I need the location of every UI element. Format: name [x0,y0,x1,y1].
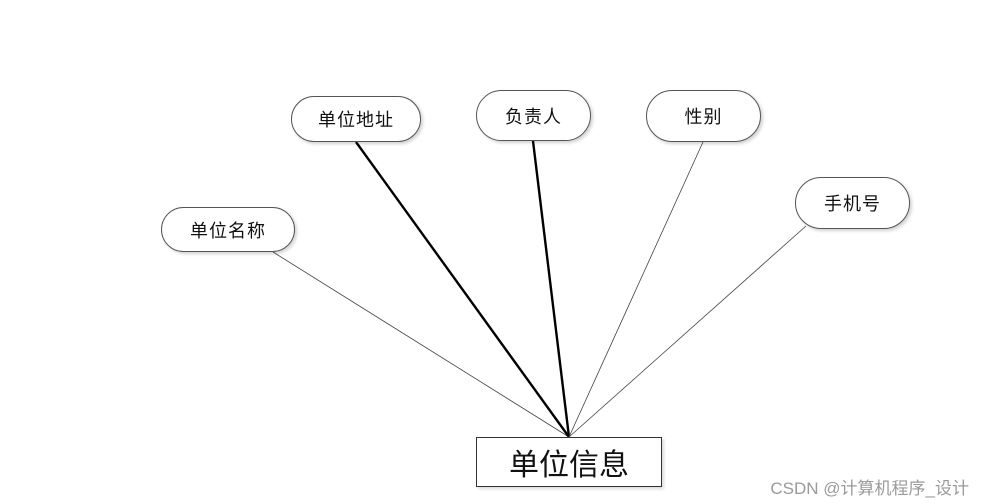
attribute-unit-name: 单位名称 [161,207,295,252]
connector-gender [568,141,704,438]
attribute-label: 手机号 [824,194,881,215]
watermark-text: CSDN @计算机程序_设计 [770,479,969,498]
attribute-person-in-charge: 负责人 [476,90,591,141]
connector-person [531,140,571,438]
attribute-label: 单位地址 [318,110,394,131]
attribute-label: 性别 [684,107,723,128]
attribute-gender: 性别 [646,90,761,142]
connector-address [355,141,570,438]
attribute-unit-address: 单位地址 [291,96,421,142]
entity-unit-info: 单位信息 [476,437,662,487]
attribute-phone-number: 手机号 [795,177,910,229]
attribute-label: 单位名称 [190,220,266,242]
entity-label: 单位信息 [509,448,629,483]
connector-unit-name [272,251,570,438]
attribute-label: 负责人 [505,106,562,128]
connector-phone [568,225,807,438]
